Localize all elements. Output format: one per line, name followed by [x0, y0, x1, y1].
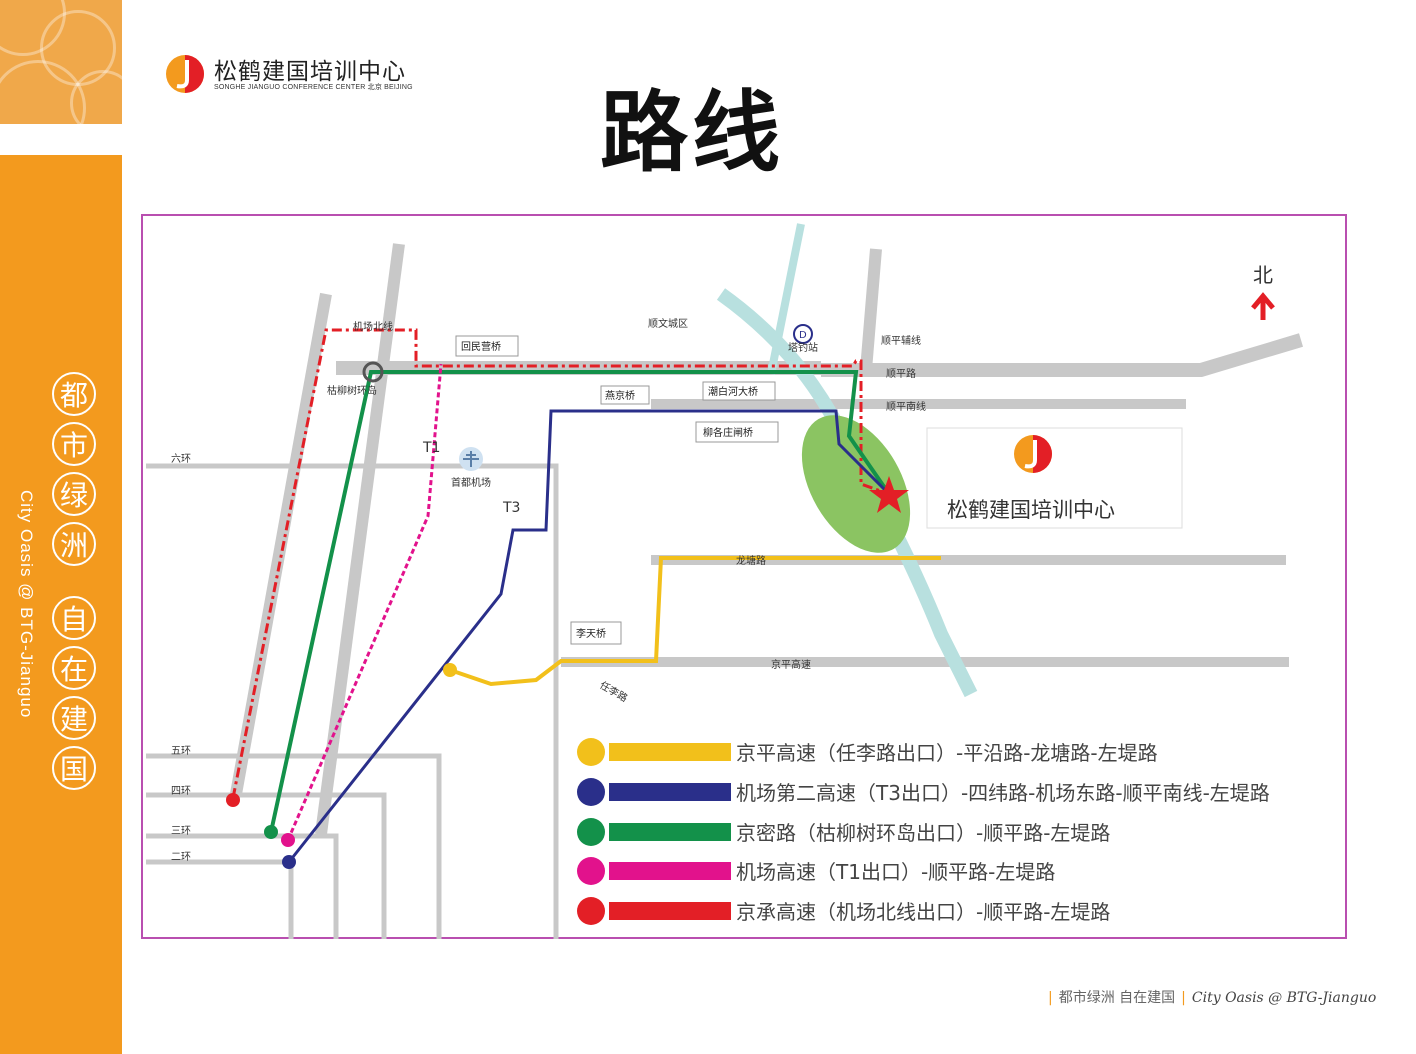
route-green — [269, 370, 891, 833]
sidebar-top-decor — [0, 0, 122, 124]
legend-item: 机场高速（T1出口）-顺平路-左堤路 — [577, 857, 1055, 885]
sidebar-english: City Oasis @ BTG-Jianguo — [17, 490, 36, 719]
map-frame — [141, 214, 1347, 939]
label-shoudu-airport: 首都机场 — [451, 476, 491, 489]
label-yuqing: 塔钓站 — [788, 341, 818, 354]
slogan-char: 自 — [52, 596, 96, 640]
label-yanjing: 燕京桥 — [605, 389, 635, 402]
label-jingping: 京平高速 — [771, 658, 811, 671]
destination-callout — [926, 427, 1183, 529]
label-renli: 任李路 — [598, 678, 630, 704]
legend-item: 机场第二高速（T3出口）-四纬路-机场东路-顺平南线-左堤路 — [577, 778, 1270, 806]
label-shunping-rd: 顺平路 — [886, 367, 916, 380]
slogan-char: 都 — [52, 372, 96, 416]
destination-star-icon — [869, 476, 909, 513]
label-chaobai: 潮白河大桥 — [708, 385, 758, 398]
footer-en: City Oasis @ BTG-Jianguo — [1191, 990, 1377, 1006]
label-huiminying: 回民营桥 — [461, 340, 501, 353]
route-red — [231, 328, 890, 799]
slogan-char: 国 — [52, 746, 96, 790]
slogan-char: 建 — [52, 696, 96, 740]
legend-text: 机场高速（T1出口）-顺平路-左堤路 — [736, 860, 1055, 884]
label-shunping-nan: 顺平南线 — [886, 400, 926, 413]
park-area — [801, 415, 911, 553]
legend-item: 京平高速（任李路出口）-平沿路-龙塘路-左堤路 — [577, 738, 1158, 766]
station-icon: D — [793, 324, 813, 344]
legend-text: 京密路（枯柳树环岛出口）-顺平路-左堤路 — [736, 821, 1110, 845]
start-red — [226, 793, 240, 807]
ring-roads — [146, 463, 559, 939]
start-green — [264, 825, 278, 839]
label-liuhuan: 六环 — [171, 453, 191, 465]
label-erhuan: 二环 — [171, 852, 191, 863]
slogan-char: 市 — [52, 422, 96, 466]
north-label: 北 — [1253, 263, 1273, 287]
route-yellow — [449, 556, 941, 687]
svg-text:D: D — [799, 330, 807, 341]
legend-item: 京承高速（机场北线出口）-顺平路-左堤路 — [577, 897, 1110, 925]
label-wuhuan: 五环 — [171, 746, 191, 757]
north-arrow-icon — [1251, 292, 1275, 320]
legend: 京平高速（任李路出口）-平沿路-龙塘路-左堤路 机场第二高速（T3出口）-四纬路… — [577, 738, 1270, 925]
brand-subtitle: SONGHE JIANGUO CONFERENCE CENTER 北京 BEIJ… — [214, 84, 413, 91]
label-shunpi-fuxian: 顺平辅线 — [881, 334, 921, 347]
label-kelishu: 枯柳树环岛 — [327, 384, 377, 397]
airport-icon — [459, 447, 483, 471]
legend-item: 京密路（枯柳树环岛出口）-顺平路-左堤路 — [577, 818, 1110, 846]
slogan-char: 洲 — [52, 522, 96, 566]
legend-text: 京平高速（任李路出口）-平沿路-龙塘路-左堤路 — [736, 741, 1158, 765]
page-title: 路线 — [600, 80, 785, 184]
callout-logo-icon — [1014, 435, 1052, 473]
slogan-char: 绿 — [52, 472, 96, 516]
roundabout-icon — [362, 361, 384, 383]
slogan-char: 在 — [52, 646, 96, 690]
legend-text: 机场第二高速（T3出口）-四纬路-机场东路-顺平南线-左堤路 — [736, 781, 1270, 805]
legend-text: 京承高速（机场北线出口）-顺平路-左堤路 — [736, 900, 1110, 924]
label-shunwen: 顺文城区 — [648, 317, 688, 330]
route-map: D 北 松鹤建国培训中心 机场北线 枯柳树环岛 顺文城区 塔钓站 顺平辅线 顺平… — [146, 223, 1304, 939]
footer: |都市绿洲 自在建国|City Oasis @ BTG-Jianguo — [1048, 990, 1377, 1006]
label-t3: T3 — [502, 500, 520, 516]
label-liugezhuang: 柳各庄闸桥 — [703, 426, 753, 439]
sidebar-slogan: 都 市 绿 洲 自 在 建 国 — [52, 372, 104, 796]
label-litian: 李天桥 — [576, 627, 606, 640]
label-longtang: 龙塘路 — [736, 554, 766, 567]
destination-name: 松鹤建国培训中心 — [947, 498, 1115, 522]
start-yellow — [443, 663, 457, 677]
label-sanhuan: 三环 — [171, 826, 191, 837]
footer-cn: 都市绿洲 自在建国 — [1058, 990, 1176, 1006]
route-pink — [286, 363, 443, 841]
brand-name: 松鹤建国培训中心 — [214, 59, 406, 85]
start-pink — [281, 833, 295, 847]
label-t1: T1 — [422, 440, 440, 456]
label-jichang-beixian: 机场北线 — [353, 320, 393, 333]
route-blue — [287, 409, 891, 863]
label-sihuan: 四环 — [171, 786, 191, 797]
brand-logo-icon — [166, 55, 204, 93]
start-blue — [282, 855, 296, 869]
